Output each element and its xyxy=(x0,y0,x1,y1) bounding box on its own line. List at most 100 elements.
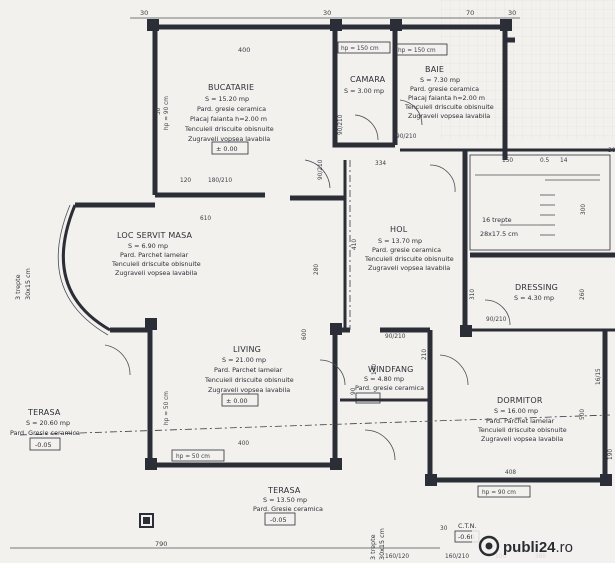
dim: 180/210 xyxy=(208,178,232,184)
room-name: CAMARA xyxy=(350,75,386,84)
dim: 334 xyxy=(375,161,386,167)
dim: 70 xyxy=(466,9,474,17)
room-finish: Tencuieli driscuite obisnuite xyxy=(404,103,494,111)
room-living: LIVING S = 21.00 mp Pard. Parchet lamela… xyxy=(204,345,294,407)
room-finish: Placaj faianta h=2.00 m xyxy=(190,115,267,123)
room-area: S = 13.50 mp xyxy=(263,496,307,504)
ctn-title: C.T.N. xyxy=(458,522,476,530)
room-level: -0.05 xyxy=(270,516,287,524)
stair-size: 28x17.5 cm xyxy=(480,230,518,238)
room-finish: Pard. gresie ceramica xyxy=(410,85,479,93)
room-finish: Pard. Parchet lamelar xyxy=(120,251,189,259)
room-finish: Tencuieli driscuite obisnuite xyxy=(204,376,294,384)
dim: 410 xyxy=(352,239,358,250)
dim: 16/15 xyxy=(596,368,602,385)
dim: 500 xyxy=(580,409,586,420)
room-name: DRESSING xyxy=(515,283,558,292)
room-area: S = 16.00 mp xyxy=(494,407,538,415)
room-finish: Placaj faianta h=2.00 m xyxy=(408,94,485,102)
room-area: S = 3.00 mp xyxy=(344,87,384,95)
room-bucatarie: BUCATARIE S = 15.20 mp Pard. gresie cera… xyxy=(184,83,274,155)
dim: 30 xyxy=(140,9,148,17)
dim: 0.5 xyxy=(540,158,550,164)
room-area: S = 7.30 mp xyxy=(420,76,460,84)
room-finish: Pard. Gresie ceramica xyxy=(10,429,80,437)
room-name: LIVING xyxy=(233,345,261,354)
room-hol: HOL S = 13.70 mp Pard. gresie ceramica T… xyxy=(364,225,454,272)
room-dressing: DRESSING S = 4.30 mp xyxy=(514,283,558,302)
dim: 210 xyxy=(422,349,428,360)
room-level: ± 0.00 xyxy=(226,397,248,405)
window-height-label: hp = 50 cm xyxy=(164,391,170,425)
room-area: S = 4.80 mp xyxy=(364,375,404,383)
dim: 280 xyxy=(314,264,320,275)
dim: 120 xyxy=(180,178,191,184)
room-name: BUCATARIE xyxy=(208,83,254,92)
dim: 30 xyxy=(156,107,162,115)
stair-size: 30x15 cm xyxy=(378,528,386,560)
room-finish: Tencuieli driscuite obisnuite xyxy=(364,255,454,263)
stair-count: 3 trepte xyxy=(14,274,22,300)
dim: 150 xyxy=(502,158,513,164)
room-name: BAIE xyxy=(425,65,444,74)
room-level: -0.05 xyxy=(35,441,52,449)
dim: 90 xyxy=(351,387,357,395)
room-finish: Pard. Parchet lamelar xyxy=(486,417,555,425)
room-dormitor: DORMITOR S = 16.00 mp Pard. Parchet lame… xyxy=(477,396,567,443)
doors xyxy=(104,99,511,461)
dim: 408 xyxy=(505,470,516,476)
room-finish: Pard. gresie ceramica xyxy=(372,246,441,254)
stair-count: 16 trepte xyxy=(482,216,512,224)
room-finish: Zugraveli vopsea lavabila xyxy=(115,269,197,277)
dim: 400 xyxy=(238,441,249,447)
walls xyxy=(57,24,615,483)
dim: 260 xyxy=(580,289,586,300)
dim: 140 xyxy=(372,364,378,375)
room-baie: BAIE S = 7.30 mp Pard. gresie ceramica P… xyxy=(404,65,494,120)
dim: 90/210 xyxy=(486,317,507,323)
grid-area xyxy=(440,0,615,140)
height-labels: hp = 150 cm hp = 150 cm hp = 90 cm hp = … xyxy=(164,41,531,498)
dim: 310 xyxy=(470,289,476,300)
room-level: ± 0.00 xyxy=(216,145,238,153)
dim: 610 xyxy=(200,216,211,222)
room-name: WINDFANG xyxy=(368,365,414,374)
room-name: TERASA xyxy=(267,486,301,495)
window-height-label: hp = 90 cm xyxy=(482,490,516,496)
room-area: S = 20.60 mp xyxy=(26,419,70,427)
dim: 160/210 xyxy=(445,554,469,560)
room-finish: Pard. gresie ceramica xyxy=(355,384,424,392)
window-height-label: hp = 50 cm xyxy=(176,454,210,460)
dim: 300 xyxy=(581,204,587,215)
dim: 30 xyxy=(440,526,448,532)
stair-size: 30x15 cm xyxy=(24,268,32,300)
ctn-level: -0.60 xyxy=(458,533,475,541)
room-finish: Zugraveli vopsea lavabila xyxy=(208,386,290,394)
dimension-labels: 30 400 30 70 30 90/210 90/210 90/210 90/… xyxy=(10,9,615,560)
window-height-label: hp = 90 cm xyxy=(164,96,170,130)
room-finish: Pard. gresie ceramica xyxy=(197,105,266,113)
room-area: S = 21.00 mp xyxy=(222,356,266,364)
dim: 790 xyxy=(155,540,167,548)
window-height-label: hp = 150 cm xyxy=(398,48,436,54)
column-blocks xyxy=(139,19,612,528)
room-finish: Tencuieli driscuite obisnuite xyxy=(477,426,567,434)
room-terasa-south: TERASA S = 13.50 mp Pard. Gresie ceramic… xyxy=(253,486,323,526)
room-area: S = 6.90 mp xyxy=(128,242,168,250)
room-finish: Tencuieli driscuite obisnuite xyxy=(111,260,201,268)
room-windfang: WINDFANG S = 4.80 mp Pard. gresie cerami… xyxy=(355,365,424,404)
dim: 160/120 xyxy=(385,554,409,560)
dim: 90/210 xyxy=(318,159,324,180)
dim: 30 xyxy=(608,148,615,154)
dim: 90/210 xyxy=(338,114,344,135)
dim: 400 xyxy=(238,46,250,54)
room-area: S = 13.70 mp xyxy=(378,237,422,245)
room-finish: Zugraveli vopsea lavabila xyxy=(188,135,270,143)
room-finish: Tencuieli driscuite obisnuite xyxy=(184,125,274,133)
watermark-logo-icon xyxy=(478,535,500,557)
room-area: S = 15.20 mp xyxy=(205,95,249,103)
stair-count: 3 trepte xyxy=(369,534,377,560)
room-loc-servit-masa: LOC SERVIT MASA S = 6.90 mp Pard. Parche… xyxy=(111,231,201,277)
